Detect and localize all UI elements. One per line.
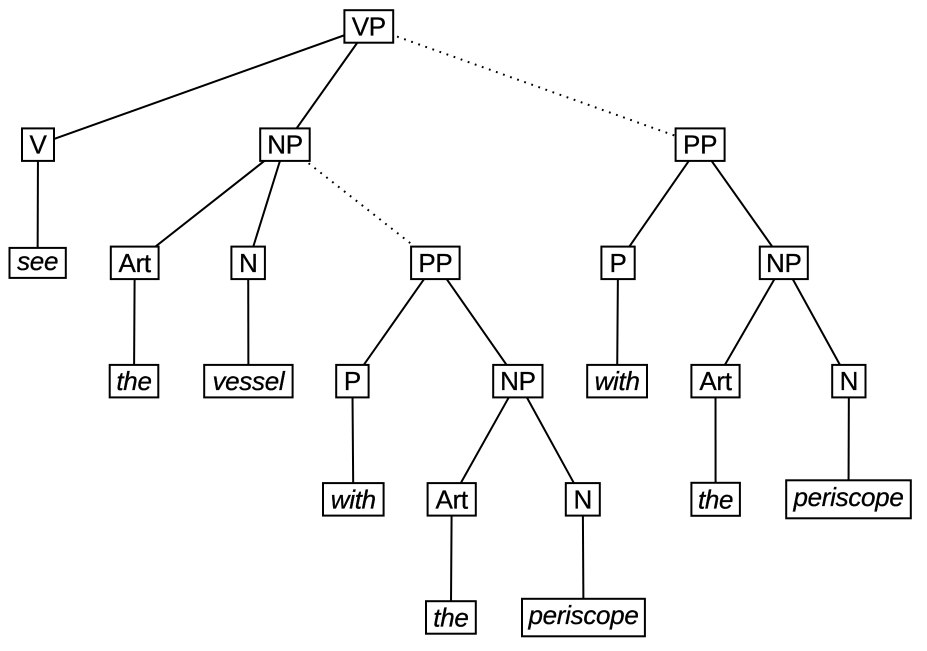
svg-text:the: the	[433, 603, 468, 633]
svg-text:PP: PP	[418, 248, 452, 278]
svg-text:periscope: periscope	[527, 600, 638, 630]
svg-text:N: N	[239, 248, 257, 278]
svg-text:NP: NP	[267, 130, 303, 160]
svg-text:Art: Art	[699, 366, 732, 396]
svg-text:P: P	[344, 366, 361, 396]
svg-text:with: with	[331, 484, 376, 514]
svg-text:N: N	[840, 366, 858, 396]
svg-text:Art: Art	[436, 484, 469, 514]
svg-text:vessel: vessel	[212, 366, 285, 396]
svg-text:NP: NP	[500, 366, 536, 396]
svg-text:periscope: periscope	[792, 482, 903, 512]
svg-text:the: the	[116, 366, 151, 396]
svg-text:N: N	[574, 484, 592, 514]
svg-text:Art: Art	[119, 248, 152, 278]
svg-text:see: see	[17, 246, 58, 276]
svg-text:PP: PP	[683, 130, 717, 160]
svg-text:P: P	[609, 248, 626, 278]
svg-text:the: the	[698, 484, 733, 514]
svg-text:with: with	[595, 366, 640, 396]
svg-text:VP: VP	[352, 12, 386, 42]
svg-text:NP: NP	[766, 248, 802, 278]
svg-text:V: V	[29, 130, 47, 160]
